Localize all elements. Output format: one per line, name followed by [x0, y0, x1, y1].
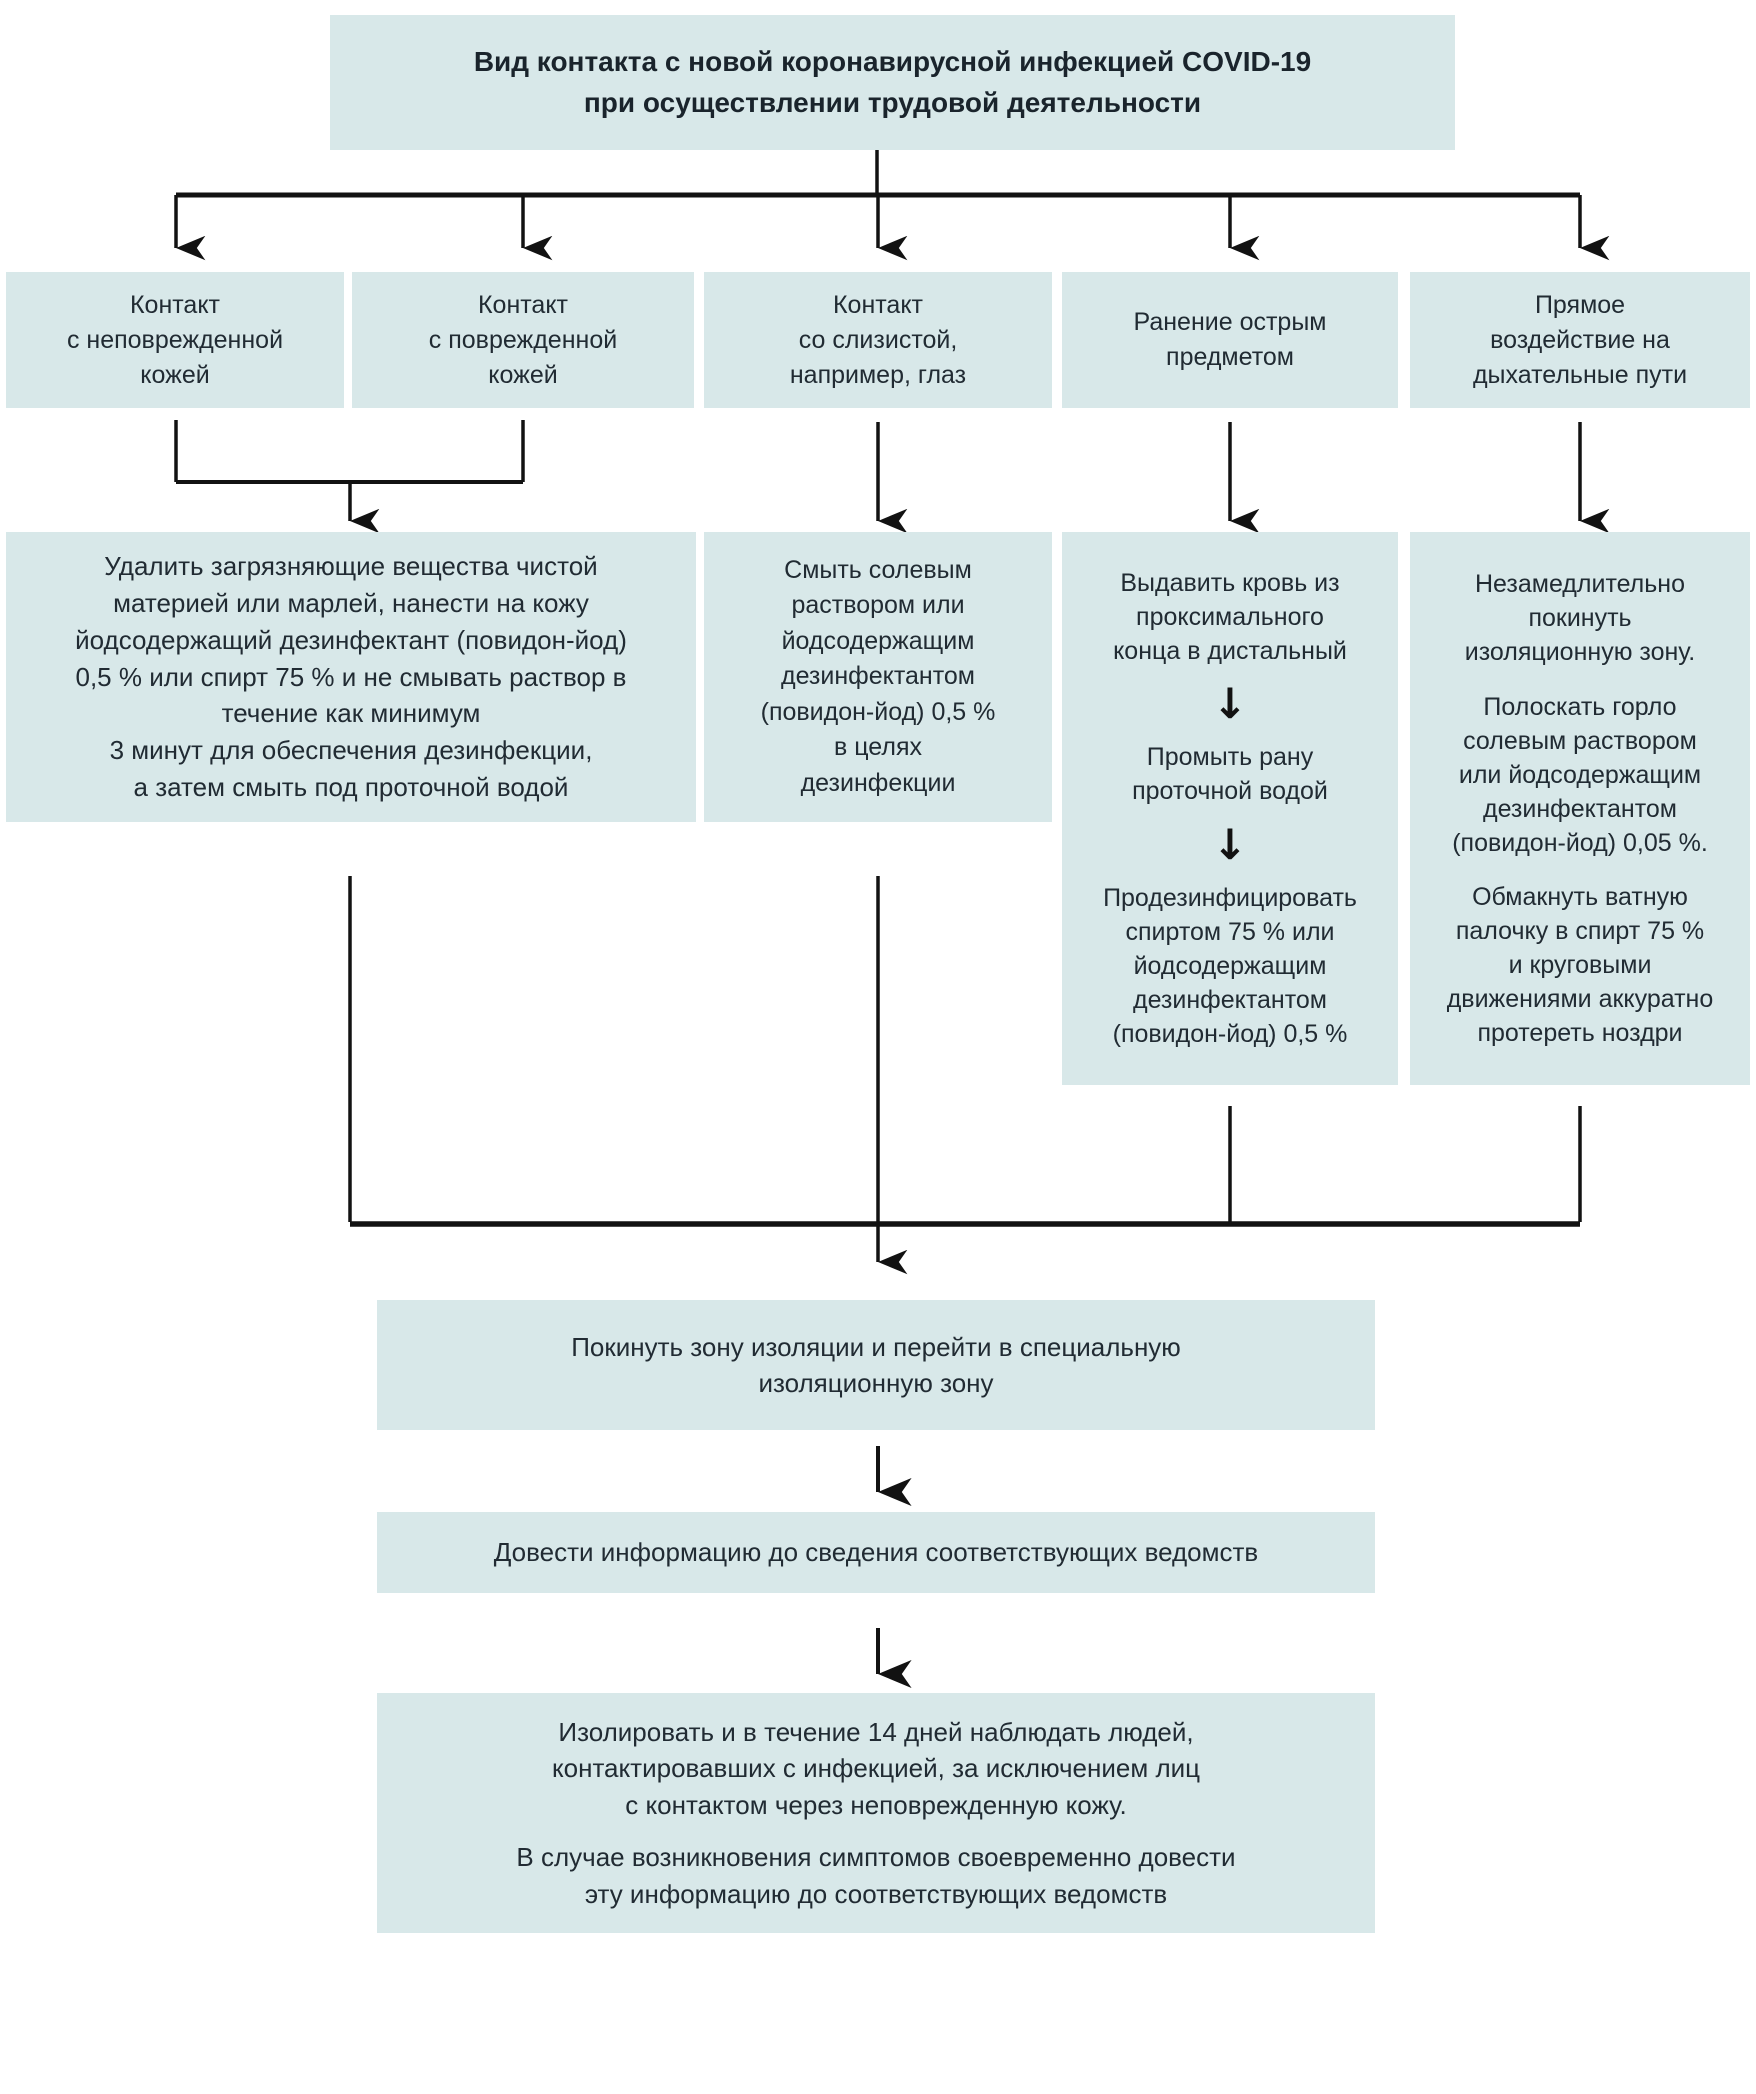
final-paragraph-1: Изолировать и в течение 14 дней наблюдат… [551, 1717, 1201, 1820]
step-down-arrow-icon: ↓ [1212, 820, 1248, 870]
contact-label: Контакт с неповрежденной кожей [66, 290, 284, 389]
flowchart-title-text: Вид контакта с новой коронавирусной инфе… [473, 45, 1312, 118]
contact-box-damaged-skin: Контакт с поврежденной кожей [352, 272, 694, 408]
contact-label: Прямое воздействие на дыхательные пути [1472, 290, 1688, 389]
action-box-skin-contact: Удалить загрязняющие вещества чистой мат… [6, 532, 696, 822]
airways-paragraph-2: Полоскать горло солевым раствором или йо… [1452, 692, 1708, 857]
followup-box-isolate-observe: Изолировать и в течение 14 дней наблюдат… [377, 1693, 1375, 1933]
step-down-arrow-icon: ↓ [1212, 679, 1248, 729]
action-box-airways: Незамедлительно покинуть изоляционную зо… [1410, 532, 1750, 1085]
flowchart-title: Вид контакта с новой коронавирусной инфе… [330, 15, 1455, 150]
contact-box-sharp-injury: Ранение острым предметом [1062, 272, 1398, 408]
action-text: Удалить загрязняющие вещества чистой мат… [75, 550, 627, 803]
contact-label: Контакт с поврежденной кожей [428, 290, 618, 389]
contact-label: Ранение острым предметом [1133, 308, 1327, 371]
followup-box-inform: Довести информацию до сведения соответст… [377, 1512, 1375, 1593]
airways-paragraph-3: Обмакнуть ватную палочку в спирт 75 % и … [1446, 883, 1714, 1048]
contact-label: Контакт со слизистой, например, глаз [789, 290, 967, 389]
airways-paragraph-1: Незамедлительно покинуть изоляционную зо… [1464, 569, 1696, 666]
followup-box-leave-zone: Покинуть зону изоляции и перейти в специ… [377, 1300, 1375, 1430]
final-paragraph-2: В случае возникновения симптомов своевре… [516, 1842, 1236, 1909]
action-text: Смыть солевым раствором или йодсодержащи… [760, 555, 996, 797]
contact-box-airways: Прямое воздействие на дыхательные пути [1410, 272, 1750, 408]
sharp-step-1: Выдавить кровь из проксимального конца в… [1113, 568, 1347, 665]
action-box-mucosa-contact: Смыть солевым раствором или йодсодержащи… [704, 532, 1052, 822]
contact-box-intact-skin: Контакт с неповрежденной кожей [6, 272, 344, 408]
followup-text: Покинуть зону изоляции и перейти в специ… [571, 1331, 1181, 1398]
contact-box-mucosa: Контакт со слизистой, например, глаз [704, 272, 1052, 408]
action-box-sharp-injury: Выдавить кровь из проксимального конца в… [1062, 532, 1398, 1085]
sharp-step-2: Промыть рану проточной водой [1132, 743, 1328, 806]
sharp-step-3: Продезинфицировать спиртом 75 % или йодс… [1103, 884, 1357, 1049]
followup-text: Довести информацию до сведения соответст… [493, 1537, 1259, 1568]
